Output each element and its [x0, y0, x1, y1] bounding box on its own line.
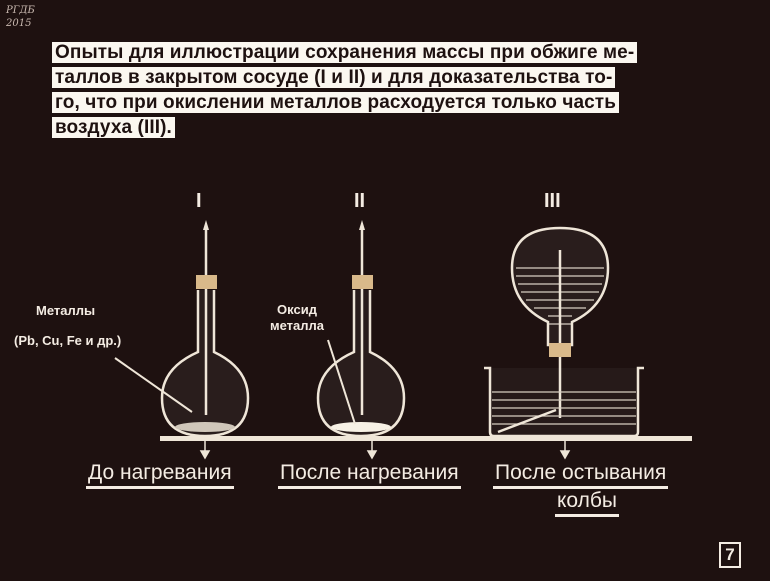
oxide-label-line-1: Оксид	[277, 302, 317, 317]
metal-oxide	[331, 422, 391, 432]
table-surface	[160, 436, 692, 441]
flask-i-stopper	[196, 275, 217, 289]
beaker	[484, 366, 644, 438]
arrow-ii	[366, 441, 378, 460]
caption-flask-word: колбы	[555, 489, 620, 517]
title-line-3: го, что при окислении металлов расходует…	[52, 92, 619, 113]
flask-ii	[316, 230, 406, 438]
slide-number: 7	[719, 542, 741, 568]
numeral-i: I	[196, 190, 202, 212]
caption-after-heating: После нагревания	[278, 461, 461, 489]
flask-i	[160, 230, 250, 438]
oxide-label-line-2: металла	[269, 318, 325, 333]
watermark: РГДБ 2015	[6, 4, 35, 30]
beaker-water	[492, 391, 636, 425]
caption-before-heating: До нагревания	[86, 461, 234, 489]
title-line-4: воздуха (III).	[52, 117, 175, 138]
flask-iii-stopper	[549, 343, 571, 357]
arrow-i	[199, 441, 211, 460]
slide-title: Опыты для иллюстрации сохранения массы п…	[52, 40, 732, 140]
flask-i-tube-tip	[203, 220, 209, 230]
arrow-iii	[559, 441, 571, 460]
beaker-diagonal-rod	[497, 408, 557, 434]
flask-ii-tube-tip	[359, 220, 365, 230]
oxide-pointer	[327, 339, 356, 425]
numeral-ii: II	[354, 190, 366, 212]
flask-ii-stopper	[352, 275, 373, 289]
metals-pointer	[114, 357, 193, 413]
caption-after-cooling: После остывания	[493, 461, 669, 489]
watermark-year: 2015	[6, 18, 32, 29]
metals-examples-label: (Pb, Cu, Fe и др.)	[14, 333, 122, 348]
metals-label: Металлы	[36, 303, 96, 318]
watermark-org: РГДБ	[6, 5, 35, 16]
numeral-iii: III	[544, 190, 561, 212]
title-line-2: таллов в закрытом сосуде (I и II) и для …	[52, 67, 616, 88]
oxide-label: Оксид металла	[262, 302, 332, 334]
metal-powder	[175, 422, 235, 432]
title-line-1: Опыты для иллюстрации сохранения массы п…	[52, 42, 638, 63]
